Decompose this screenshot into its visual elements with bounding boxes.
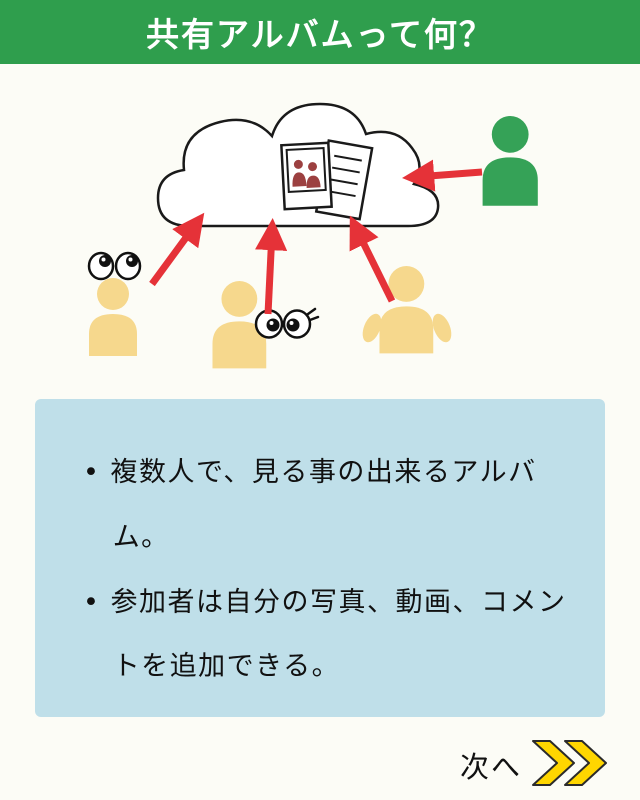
info-box: 複数人で、見る事の出来るアルバム。 参加者は自分の写真、動画、コメントを追加でき… bbox=[35, 399, 605, 717]
member-person-icon bbox=[89, 278, 137, 356]
bullet-list: 複数人で、見る事の出来るアルバム。 参加者は自分の写真、動画、コメントを追加でき… bbox=[83, 441, 567, 700]
double-chevron-right-icon bbox=[530, 738, 610, 792]
next-label: 次へ bbox=[459, 750, 522, 784]
googly-eyes-icon bbox=[254, 307, 320, 339]
photo-stack-icon bbox=[280, 139, 374, 221]
footer: 次へ bbox=[460, 738, 610, 792]
member-person-icon bbox=[362, 266, 452, 354]
page-title-bar: 共有アルバムって何？ bbox=[0, 0, 640, 64]
upload-arrow-icon bbox=[349, 215, 396, 303]
page-title: 共有アルバムって何？ bbox=[145, 15, 495, 54]
next-button[interactable]: 次へ bbox=[460, 738, 610, 792]
upload-arrow-icon bbox=[402, 159, 483, 192]
illustration bbox=[0, 66, 640, 396]
upload-arrow-icon bbox=[149, 212, 205, 287]
uploader-person-icon bbox=[482, 116, 538, 206]
bullet-item: 複数人で、見る事の出来るアルバム。 bbox=[83, 441, 567, 571]
bullet-item: 参加者は自分の写真、動画、コメントを追加できる。 bbox=[83, 571, 567, 701]
googly-eyes-icon bbox=[87, 251, 142, 281]
upload-arrow-icon bbox=[255, 218, 288, 315]
